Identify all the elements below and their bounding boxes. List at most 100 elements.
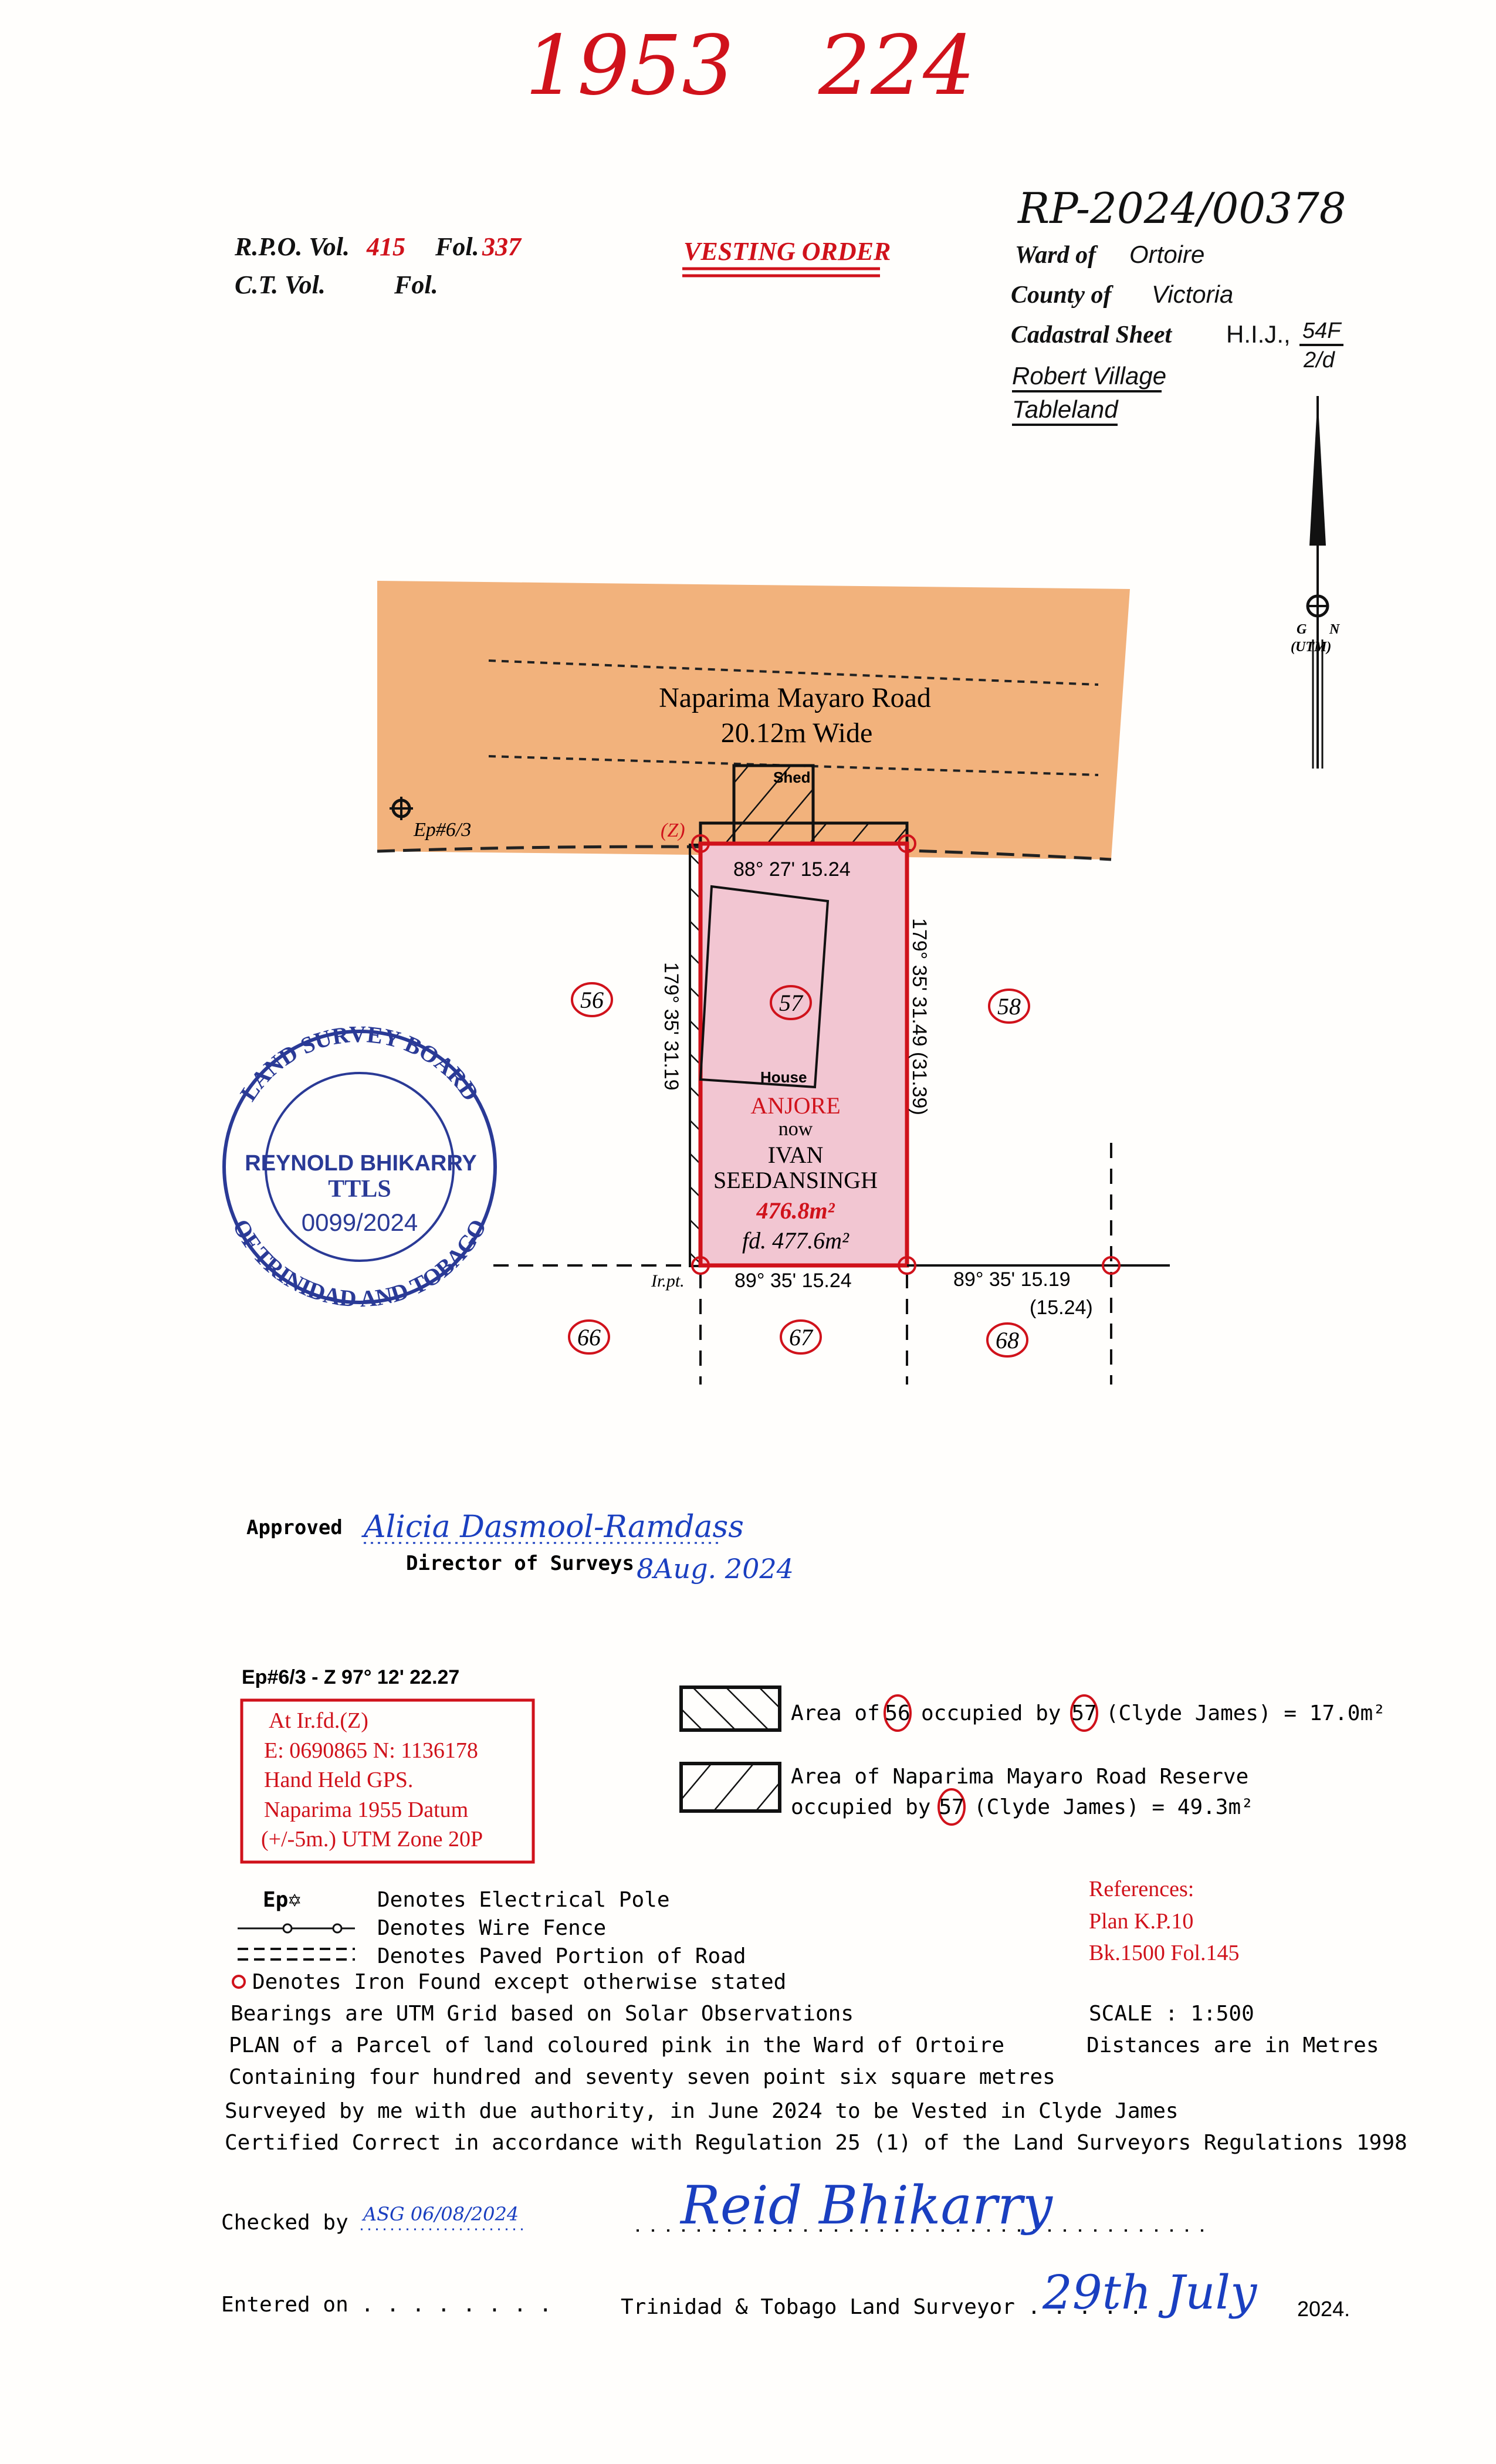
svg-text:LAND SURVEY BOARD: LAND SURVEY BOARD <box>235 1021 485 1106</box>
rpo-vol: 415 <box>366 232 405 261</box>
ct-vol-label: C.T. Vol. <box>235 270 326 299</box>
ward-value: Ortoire <box>1129 241 1204 268</box>
note-containing: Containing four hundred and seventy seve… <box>229 2065 1055 2089</box>
gps-line: Hand Held GPS. <box>264 1768 413 1792</box>
stamp-number: 0099/2024 <box>302 1209 418 1236</box>
area-1-lot: 56 <box>885 1701 910 1725</box>
legend-wire-fence: Denotes Wire Fence <box>377 1916 606 1940</box>
bottom-boundary-dimension: 89° 35' 15.24 <box>735 1270 852 1292</box>
iron-found-markers <box>691 834 1121 1275</box>
signature-year: 2024. <box>1297 2297 1350 2321</box>
area-2-suffix: (Clyde James) = 49.3m² <box>974 1795 1254 1819</box>
scale-label: SCALE : 1:500 <box>1089 2002 1254 2026</box>
north-n-label: N <box>1329 622 1341 637</box>
paved-road-icon <box>238 1948 355 1961</box>
lot-58-boundary-dimension: 89° 35' 15.19 <box>953 1268 1071 1291</box>
handwritten-number-left: 1953 <box>525 18 734 114</box>
note-surveyed: Surveyed by me with due authority, in Ju… <box>225 2099 1179 2123</box>
locality-tableland: Tableland <box>1012 395 1119 423</box>
area-2-prefix: occupied by <box>791 1795 930 1819</box>
iron-found-icon <box>232 1975 246 1989</box>
svg-text:68: 68 <box>996 1327 1019 1353</box>
county-value: Victoria <box>1152 280 1233 308</box>
road-reserve <box>377 581 1130 859</box>
north-arrow-icon: G N (UTM) <box>1291 396 1341 769</box>
road-width: 20.12m Wide <box>721 717 873 749</box>
note-bearings: Bearings are UTM Grid based on Solar Obs… <box>231 2002 854 2026</box>
svg-text:67: 67 <box>789 1324 814 1351</box>
svg-text:56: 56 <box>580 987 604 1013</box>
cadastral-label: Cadastral Sheet <box>1011 321 1173 348</box>
director-signature: Alicia Dasmool-Ramdass <box>361 1509 744 1545</box>
checked-by-label: Checked by <box>221 2211 348 2235</box>
iron-point-label: Ir.pt. <box>651 1271 685 1291</box>
director-of-surveys-label: Director of Surveys <box>406 1552 634 1575</box>
approved-label: Approved <box>246 1516 343 1539</box>
lot-number-58: 58 <box>988 989 1030 1024</box>
legend-iron-found: Denotes Iron Found except otherwise stat… <box>252 1970 786 1994</box>
stamp-name: REYNOLD BHIKARRY <box>245 1151 477 1176</box>
area-1-suffix: (Clyde James) = 17.0m² <box>1106 1701 1386 1725</box>
legend-electrical-pole: Denotes Electrical Pole <box>377 1888 670 1912</box>
entered-on-label: Entered on . . . . . . . . <box>221 2293 552 2317</box>
area-1-mid: occupied by <box>921 1701 1061 1725</box>
left-boundary-dimension: 179° 35' 31.19 <box>660 962 682 1091</box>
locality-robert-village: Robert Village <box>1012 362 1166 390</box>
reference-item: Plan K.P.10 <box>1089 1909 1193 1934</box>
house-outline <box>699 885 830 1089</box>
svg-text:66: 66 <box>577 1324 601 1351</box>
note-certified: Certified Correct in accordance with Reg… <box>225 2131 1407 2155</box>
road-reserve-hatch-swatch <box>679 1762 781 1813</box>
gps-line: (+/-5m.) UTM Zone 20P <box>261 1827 483 1852</box>
county-label: County of <box>1011 282 1114 309</box>
legend-paved-road: Denotes Paved Portion of Road <box>377 1944 746 1968</box>
area-1-by: 57 <box>1071 1701 1096 1725</box>
area-1-prefix: Area of <box>791 1701 880 1725</box>
stamp-designation: TTLS <box>328 1176 391 1203</box>
reference-number: RP-2024/00378 <box>1017 184 1346 233</box>
top-boundary-dimension: 88° 27' 15.24 <box>733 858 851 881</box>
cadastral-denominator: 2/d <box>1303 348 1336 373</box>
parcel-area-found: fd. 477.6m² <box>742 1227 849 1254</box>
cadastral-sheet: H.I.J., <box>1226 320 1291 348</box>
station-label: Ep#6/3 <box>413 819 471 841</box>
electrical-pole-symbol: Ep✡ <box>263 1888 301 1912</box>
checked-initials: ASG 06/08/2024 <box>361 2203 519 2225</box>
gps-line: At Ir.fd.(Z) <box>269 1708 368 1733</box>
area-2-by: 57 <box>939 1795 964 1819</box>
house-label: House <box>760 1068 807 1086</box>
rpo-label: R.P.O. Vol. <box>234 232 350 261</box>
north-utm-label: (UTM) <box>1291 639 1331 655</box>
electrical-pole-icon <box>390 797 413 820</box>
ct-fol-label: Fol. <box>394 270 438 299</box>
gps-line: Naparima 1955 Datum <box>264 1798 468 1822</box>
rpo-fol: 337 <box>482 232 522 261</box>
north-grid-label: G <box>1297 622 1307 637</box>
approval-date: 8Aug. 2024 <box>637 1553 794 1585</box>
lot-number-56: 56 <box>571 982 613 1017</box>
shed-label: Shed <box>773 769 811 786</box>
land-surveyor-label: Trinidad & Tobago Land Surveyor . . . . … <box>621 2295 1167 2319</box>
note-plan: PLAN of a Parcel of land coloured pink i… <box>229 2033 1004 2057</box>
now-label: now <box>779 1118 813 1140</box>
paved-road-edge <box>488 659 1099 686</box>
wire-fence-icon <box>238 1923 355 1934</box>
handwritten-number-right: 224 <box>818 18 975 114</box>
svg-text:58: 58 <box>997 993 1021 1020</box>
cadastral-numerator: 54F <box>1302 319 1342 343</box>
references-title: References: <box>1089 1877 1194 1901</box>
owner-name-first: IVAN <box>768 1142 824 1168</box>
paved-road-edge <box>488 755 1099 776</box>
gps-coordinates-box <box>240 1698 535 1864</box>
bearing-line: Ep#6/3 - Z 97° 12' 22.27 <box>242 1666 459 1688</box>
parcel-57 <box>698 841 909 1268</box>
lot-number-68: 68 <box>986 1322 1028 1358</box>
surveyor-signature: Reid Bhikarry <box>679 2175 1053 2236</box>
lot-number-66: 66 <box>568 1319 610 1355</box>
units-label: Distances are in Metres <box>1087 2033 1379 2057</box>
lot-58-boundary-found: (15.24) <box>1030 1297 1093 1319</box>
lot-number-67: 67 <box>780 1319 822 1355</box>
surveyor-stamp: LAND SURVEY BOARD OF TRINIDAD AND TOBAGO… <box>222 1021 497 1312</box>
